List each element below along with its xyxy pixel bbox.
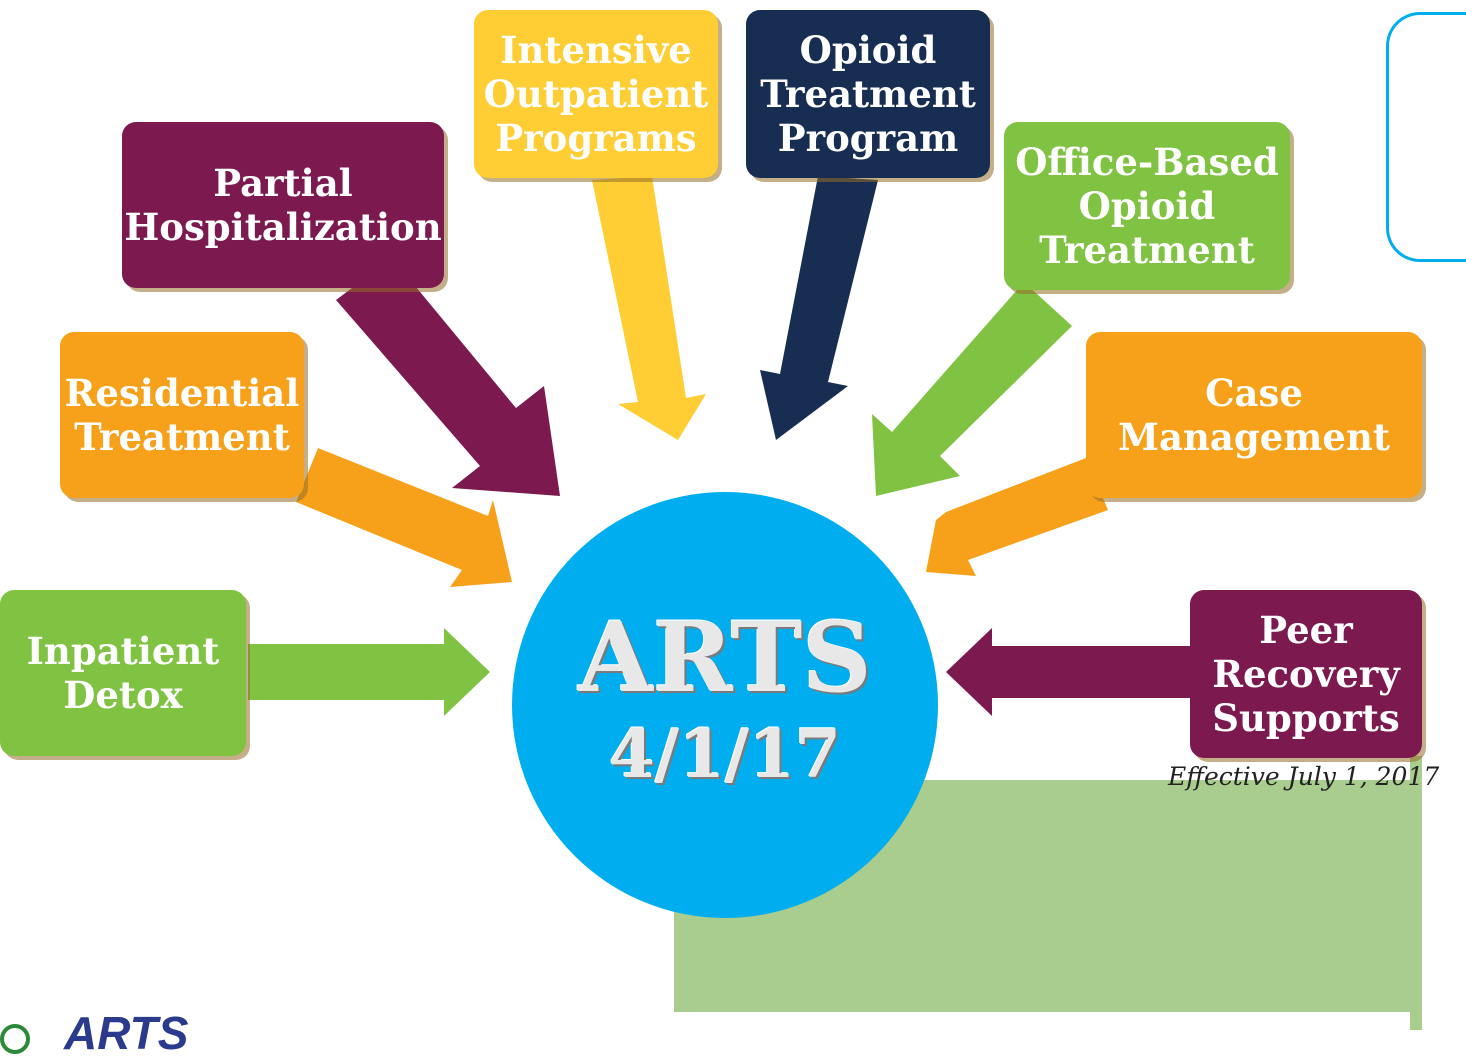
arrow-office-based bbox=[872, 282, 1072, 496]
arrow-case-management bbox=[926, 458, 1108, 576]
node-partial-hospitalization: Partial Hospitalization bbox=[122, 122, 444, 288]
node-residential-treatment: Residential Treatment bbox=[60, 332, 304, 498]
node-office-based-opioid: Office-Based Opioid Treatment bbox=[1004, 122, 1290, 290]
arts-logo: ARTS bbox=[0, 1010, 200, 1056]
arrow-peer-recovery bbox=[946, 628, 1190, 716]
arrow-intensive-outpatient bbox=[592, 176, 706, 440]
node-intensive-outpatient-label: Intensive Outpatient Programs bbox=[483, 28, 709, 160]
arrow-opioid-treatment bbox=[760, 176, 878, 440]
node-case-management-label: Case Management bbox=[1118, 371, 1390, 459]
arrow-partial-hospitalization bbox=[336, 258, 560, 496]
center-date: 4/1/17 bbox=[609, 715, 841, 793]
arrow-residential-treatment bbox=[296, 448, 512, 587]
effective-date-note: Effective July 1, 2017 bbox=[1168, 762, 1440, 791]
node-intensive-outpatient: Intensive Outpatient Programs bbox=[474, 10, 718, 178]
node-case-management: Case Management bbox=[1086, 332, 1422, 498]
node-peer-recovery: Peer Recovery Supports bbox=[1190, 590, 1422, 758]
logo-text: ARTS bbox=[64, 1007, 189, 1059]
callout-bracket bbox=[1386, 12, 1466, 262]
center-title: ARTS bbox=[578, 601, 872, 714]
node-inpatient-detox-label: Inpatient Detox bbox=[26, 629, 220, 717]
node-inpatient-detox: Inpatient Detox bbox=[0, 590, 246, 756]
node-partial-hospitalization-label: Partial Hospitalization bbox=[124, 161, 442, 249]
node-opioid-treatment-program-label: Opioid Treatment Program bbox=[760, 28, 976, 160]
center-circle: ARTS 4/1/17 bbox=[512, 492, 938, 918]
logo-mark-icon bbox=[0, 1024, 30, 1054]
node-residential-treatment-label: Residential Treatment bbox=[64, 371, 300, 459]
arrow-inpatient-detox bbox=[248, 628, 490, 716]
node-opioid-treatment-program: Opioid Treatment Program bbox=[746, 10, 990, 178]
node-peer-recovery-label: Peer Recovery Supports bbox=[1212, 608, 1400, 740]
node-office-based-opioid-label: Office-Based Opioid Treatment bbox=[1015, 140, 1279, 272]
